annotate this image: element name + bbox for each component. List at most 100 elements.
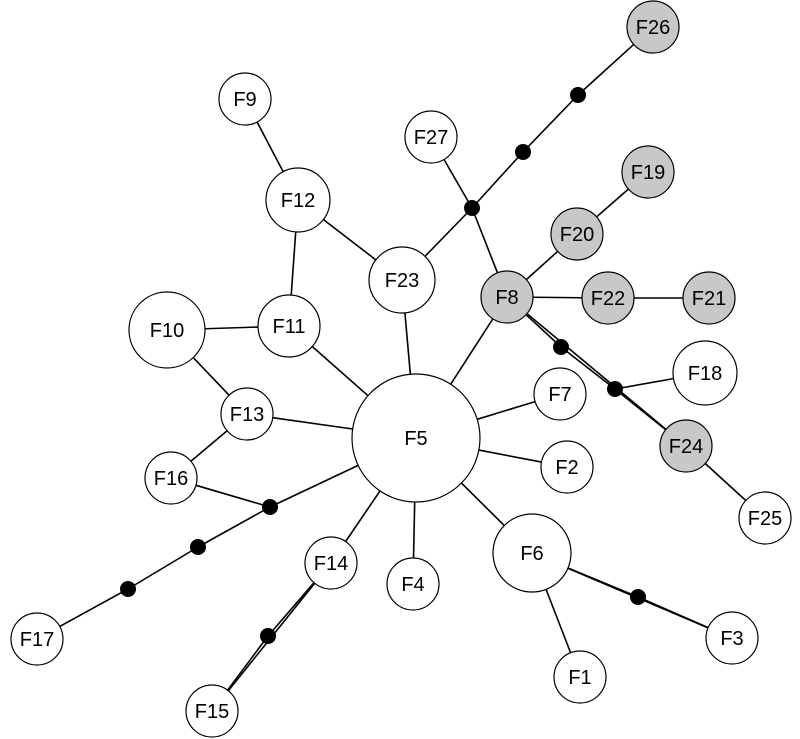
edge-f13-f16 xyxy=(190,430,228,462)
node-f5: F5 xyxy=(351,373,481,503)
node-circle xyxy=(480,270,534,324)
node-circle xyxy=(682,271,736,325)
node-f10: F10 xyxy=(128,291,206,369)
node-label: F21 xyxy=(692,288,726,310)
node-f8: F8 xyxy=(480,270,534,324)
node-label: F12 xyxy=(281,190,315,212)
edge-f5-f13 xyxy=(272,416,353,430)
edge-f5-f14 xyxy=(344,490,381,542)
edges-layer xyxy=(59,43,747,692)
node-label: F10 xyxy=(150,320,184,342)
edge-f23-j_f23_f26 xyxy=(424,207,473,257)
edge-chain-2-1 xyxy=(637,596,709,629)
edge-chain-0-2 xyxy=(127,546,199,590)
node-f16: F16 xyxy=(144,451,198,505)
node-circle xyxy=(304,536,358,590)
node-circle xyxy=(621,145,675,199)
node-circle xyxy=(257,294,321,358)
edge-f5-f2 xyxy=(478,449,542,463)
node-f19: F19 xyxy=(621,145,675,199)
node-f15: F15 xyxy=(185,684,239,738)
edge-chain-4-2 xyxy=(614,388,667,431)
median-vector-dot xyxy=(262,499,278,515)
edge-f5-f4 xyxy=(412,501,416,559)
node-label: F14 xyxy=(314,553,348,575)
node-f20: F20 xyxy=(550,207,604,261)
node-f2: F2 xyxy=(540,440,594,494)
node-label: F24 xyxy=(669,436,703,458)
edge-f12-f23 xyxy=(322,218,377,261)
edge-chain-1-0 xyxy=(267,582,315,637)
edge-f8-f24 xyxy=(526,313,667,430)
node-f1: F1 xyxy=(553,650,607,704)
node-label: F18 xyxy=(688,363,722,385)
node-f21: F21 xyxy=(682,271,736,325)
node-circle xyxy=(404,110,458,164)
node-circle xyxy=(368,246,436,314)
node-f13: F13 xyxy=(220,387,274,441)
node-label: F20 xyxy=(560,224,594,246)
edge-f6-f1 xyxy=(545,589,572,654)
node-label: F3 xyxy=(720,628,743,650)
edge-chain-2-0 xyxy=(567,567,639,598)
edge-f24-f25 xyxy=(704,462,747,502)
node-circle xyxy=(265,167,331,233)
node-f27: F27 xyxy=(404,110,458,164)
edge-chain-3-2 xyxy=(577,43,635,96)
node-circle xyxy=(672,340,738,406)
node-circle xyxy=(553,650,607,704)
median-vector-dot xyxy=(630,589,646,605)
node-label: F6 xyxy=(520,543,543,565)
edge-chain-0-1 xyxy=(197,506,271,548)
edge-f10-f13 xyxy=(192,356,230,396)
junction-points-layer xyxy=(120,87,646,644)
node-f4: F4 xyxy=(386,557,440,611)
edge-f27-j_f23_f26 xyxy=(443,159,473,209)
edge-chain-4-1 xyxy=(560,346,616,390)
edge-f5-f23 xyxy=(404,312,412,375)
node-label: F19 xyxy=(631,162,665,184)
node-label: F2 xyxy=(555,457,578,479)
edge-f11-f12 xyxy=(290,231,297,296)
median-vector-dot xyxy=(464,200,480,216)
edge-chain-1-1 xyxy=(226,635,269,691)
node-f26: F26 xyxy=(626,0,680,54)
median-vector-dot xyxy=(553,339,569,355)
median-vector-dot xyxy=(607,381,623,397)
node-f12: F12 xyxy=(265,167,331,233)
node-label: F15 xyxy=(195,701,229,723)
node-label: F11 xyxy=(273,316,306,338)
median-vector-dot xyxy=(570,87,586,103)
node-label: F22 xyxy=(591,288,625,310)
node-f23: F23 xyxy=(368,246,436,314)
edge-f5-f7 xyxy=(476,400,536,421)
node-label: F25 xyxy=(748,508,782,530)
node-label: F5 xyxy=(404,428,427,450)
edge-chain-3-1 xyxy=(522,94,579,153)
median-vector-dot xyxy=(515,144,531,160)
node-circle xyxy=(626,0,680,54)
node-f17: F17 xyxy=(10,612,64,666)
node-f25: F25 xyxy=(738,491,792,545)
node-circle xyxy=(218,72,272,126)
node-circle xyxy=(540,440,594,494)
node-f7: F7 xyxy=(533,367,587,421)
edge-f5-f8 xyxy=(450,318,494,385)
node-circle xyxy=(705,611,759,665)
node-circle xyxy=(386,557,440,611)
edge-f5-f11 xyxy=(311,345,369,397)
edge-chain-3-0 xyxy=(471,151,524,209)
edge-f11-f10 xyxy=(204,326,259,330)
node-label: F13 xyxy=(230,404,264,426)
node-f6: F6 xyxy=(492,513,572,593)
node-label: F9 xyxy=(233,89,256,111)
node-circle xyxy=(10,612,64,666)
node-f14: F14 xyxy=(304,536,358,590)
edge-chain-0-0 xyxy=(269,464,359,508)
node-circle xyxy=(659,419,713,473)
node-label: F7 xyxy=(548,384,571,406)
node-label: F16 xyxy=(154,468,188,490)
edge-j_f5_f17-f16 xyxy=(195,484,271,508)
